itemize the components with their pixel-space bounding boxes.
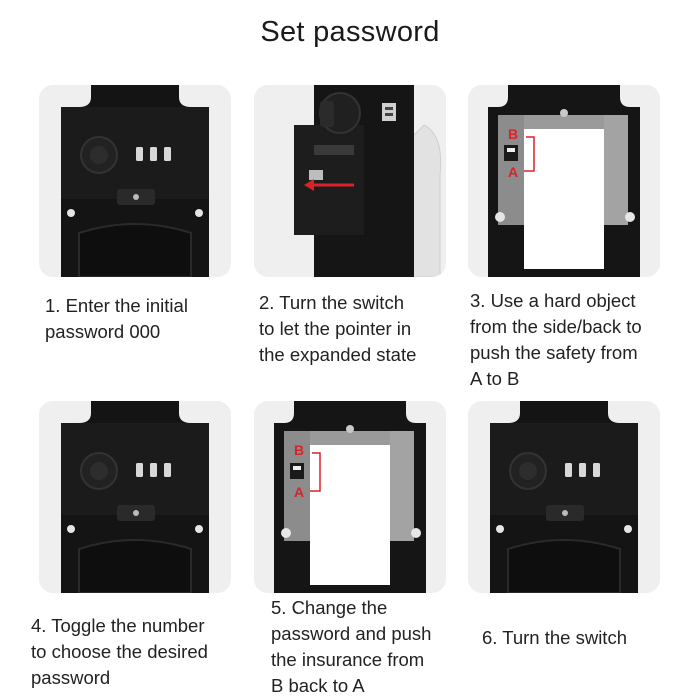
combination-dials (136, 147, 171, 161)
step-1-caption: 1. Enter the initial password 000 (45, 295, 188, 342)
label-b: B (508, 126, 518, 142)
page-title: Set password (260, 16, 440, 48)
step-3-caption: 3. Use a hard object from the side/back … (470, 290, 642, 389)
arrow-head-icon (304, 179, 314, 191)
step-5-image: B A (254, 401, 446, 593)
step-3-image: B A (468, 85, 660, 277)
label-b: B (294, 442, 304, 458)
label-a: A (294, 484, 304, 500)
label-a: A (508, 164, 518, 180)
step-2-image (254, 85, 446, 277)
arrow-up-icon (524, 136, 535, 172)
step-6-image (468, 401, 660, 593)
combination-dials (136, 463, 171, 477)
step-4-caption: 4. Toggle the number to choose the desir… (31, 615, 208, 688)
step-5-caption: 5. Change the password and push the insu… (271, 597, 432, 696)
step-6-caption: 6. Turn the switch (482, 627, 627, 648)
arrow-down-icon (310, 452, 321, 492)
combination-dials (565, 463, 600, 477)
step-4-image (39, 401, 231, 593)
step-2-caption: 2. Turn the switch to let the pointer in… (259, 292, 417, 365)
step-1-image (39, 85, 231, 277)
